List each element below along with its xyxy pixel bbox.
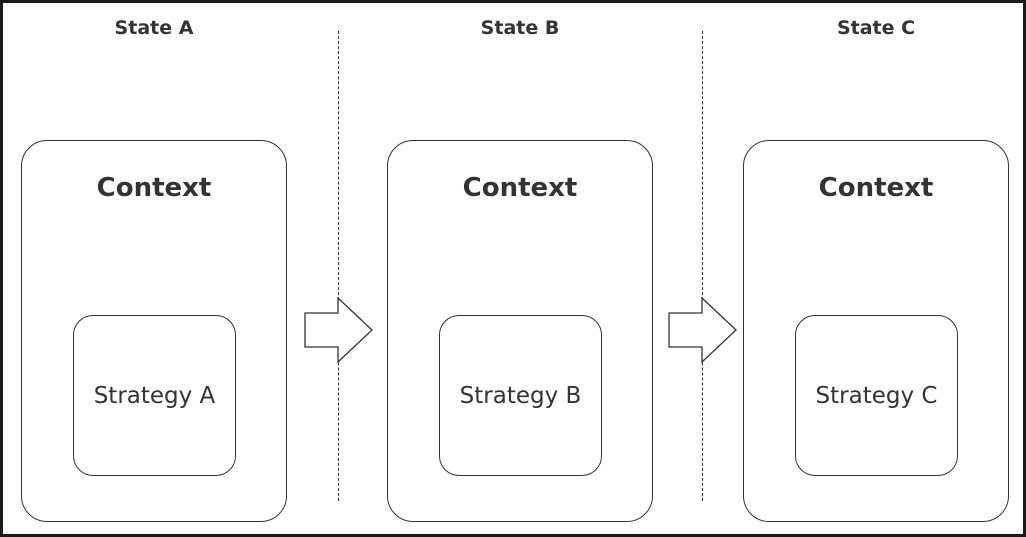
right-arrow-icon: [304, 296, 373, 364]
context-label: Context: [96, 173, 212, 203]
state-b-title: State B: [480, 17, 560, 39]
state-a-title: State A: [114, 17, 194, 39]
state-divider-ab: [338, 31, 339, 501]
strategy-label: Strategy C: [815, 382, 938, 409]
context-box-state-a: Context Strategy A: [21, 140, 287, 522]
strategy-box-c: Strategy C: [795, 315, 958, 476]
context-label: Context: [818, 173, 934, 203]
right-arrow-icon: [668, 296, 737, 364]
context-label: Context: [462, 173, 578, 203]
context-box-state-b: Context Strategy B: [387, 140, 653, 522]
strategy-box-b: Strategy B: [439, 315, 602, 476]
strategy-label: Strategy A: [93, 382, 216, 409]
state-divider-bc: [702, 31, 703, 501]
strategy-box-a: Strategy A: [73, 315, 236, 476]
strategy-label: Strategy B: [459, 382, 582, 409]
state-c-title: State C: [836, 17, 916, 39]
context-box-state-c: Context Strategy C: [743, 140, 1009, 522]
